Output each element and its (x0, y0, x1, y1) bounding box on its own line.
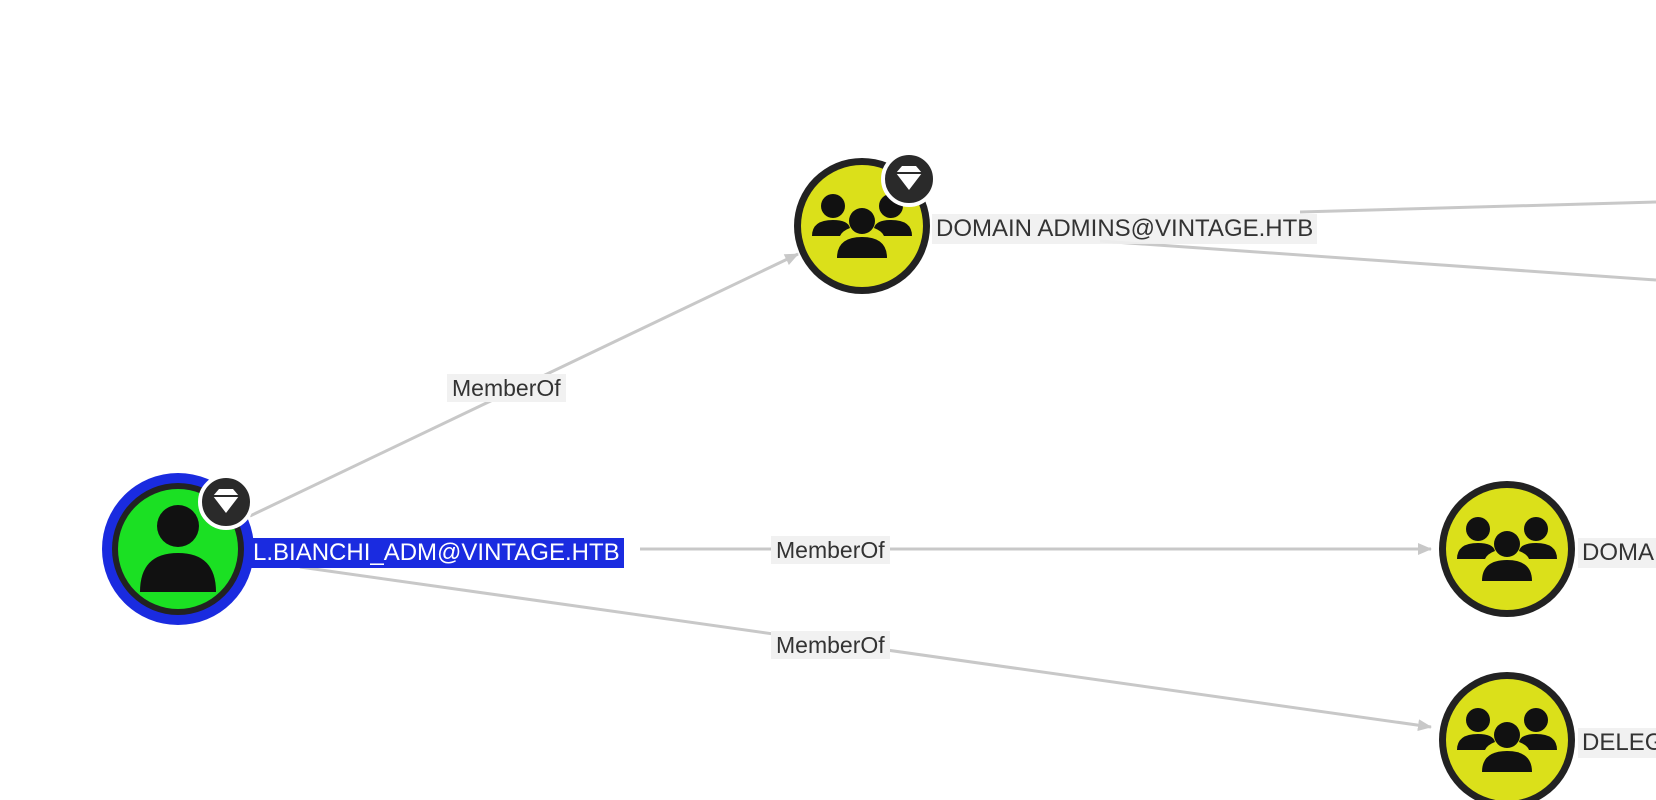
edge-label: MemberOf (771, 536, 890, 564)
node-group-deleg[interactable] (1439, 672, 1575, 800)
edges-offscreen (1099, 200, 1656, 282)
node-user[interactable] (102, 473, 254, 625)
node-label-user[interactable]: L.BIANCHI_ADM@VINTAGE.HTB (249, 538, 624, 568)
diamond-icon (198, 474, 254, 530)
node-group-doma[interactable] (1439, 481, 1575, 617)
node-domain-admins[interactable] (794, 151, 937, 294)
node-label-doma[interactable]: DOMA (1578, 538, 1656, 568)
user-icon (140, 505, 216, 592)
diamond-icon (881, 151, 937, 207)
node-label-deleg[interactable]: DELEG (1578, 728, 1656, 758)
edge-label: MemberOf (771, 631, 890, 659)
edge-label: MemberOf (447, 374, 566, 402)
node-label-domain-admins[interactable]: DOMAIN ADMINS@VINTAGE.HTB (932, 214, 1318, 244)
